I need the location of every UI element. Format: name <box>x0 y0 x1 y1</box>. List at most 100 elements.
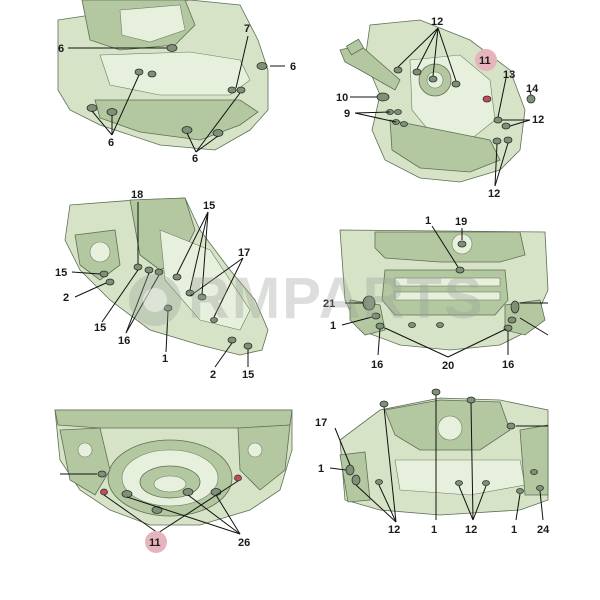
plug-hole <box>86 104 98 112</box>
callout-label: 16 <box>118 335 130 347</box>
callout-label: 1 <box>425 215 431 227</box>
panel-floor-front: 6 6 6 6 7 <box>57 0 296 165</box>
plug-hole <box>493 116 503 124</box>
plug-hole <box>379 400 389 408</box>
panel-rear-wheel-arch: 17 1 12 1 12 1 24 <box>315 388 550 536</box>
plug-hole <box>455 266 465 274</box>
plug-hole <box>147 70 157 78</box>
callout-label: 6 <box>290 61 296 73</box>
plug-hole <box>526 94 536 104</box>
callout-label: 15 <box>242 369 254 381</box>
callout-label: 2 <box>210 369 216 381</box>
plug-hole <box>256 62 268 70</box>
callout-label: 16 <box>502 359 514 371</box>
panel-rear-floor: 1 19 21 1 16 20 16 <box>323 215 549 372</box>
plug-hole <box>227 336 237 344</box>
panel-spare-wheel-well: 11 26 <box>54 409 293 553</box>
plug-hole <box>236 86 246 94</box>
plug-hole <box>371 312 381 320</box>
callout-label: 21 <box>323 298 335 310</box>
callout-highlight <box>145 531 167 553</box>
plug-hole <box>503 136 513 144</box>
plug-hole <box>436 322 444 328</box>
callout-label: 7 <box>244 23 250 35</box>
plug-hole <box>400 121 408 127</box>
plug-hole <box>466 396 476 404</box>
plug-hole <box>507 316 517 324</box>
plug-hole <box>172 273 182 281</box>
plug-hole <box>376 92 390 102</box>
callout-label: 13 <box>503 69 515 81</box>
plug-hole <box>516 488 524 494</box>
plug-hole <box>506 422 516 430</box>
callout-label: 12 <box>465 524 477 536</box>
plug-hole <box>210 488 222 496</box>
callout-label: 17 <box>238 247 250 259</box>
callout-label: 18 <box>131 189 143 201</box>
plug-hole-red <box>482 95 492 103</box>
plug-hole-red <box>234 474 242 482</box>
callout-label: 14 <box>526 83 539 95</box>
callout-label: 6 <box>58 43 64 55</box>
plug-hole <box>227 86 237 94</box>
plug-hole <box>181 126 193 134</box>
plug-hole <box>210 317 218 323</box>
callout-label: 26 <box>238 537 250 549</box>
callout-label: 12 <box>388 524 400 536</box>
plug-hole <box>451 80 461 88</box>
plug-hole <box>212 129 224 137</box>
plug-hole <box>97 470 107 478</box>
callout-label: 15 <box>55 267 67 279</box>
watermark-text: RMPARTS <box>188 266 484 331</box>
plug-hole <box>393 66 403 74</box>
plug-hole <box>345 464 355 476</box>
plug-hole <box>428 75 438 83</box>
callout-label: 1 <box>330 320 336 332</box>
watermark: RMPARTS <box>129 266 484 331</box>
panel-side-sill: 18 15 17 15 2 15 16 1 2 15 <box>55 189 269 381</box>
callout-label: 2 <box>63 292 69 304</box>
plug-hole <box>99 270 109 278</box>
callout-label: 20 <box>442 360 454 372</box>
plug-hole <box>106 108 118 116</box>
callout-label: 6 <box>108 137 114 149</box>
plug-hole <box>134 68 144 76</box>
plug-hole <box>351 474 361 486</box>
plug-hole <box>375 479 383 485</box>
plug-hole <box>133 263 143 271</box>
plug-hole <box>412 68 422 76</box>
callout-label: 15 <box>203 200 215 212</box>
plug-hole <box>482 480 490 486</box>
plug-hole <box>431 388 441 396</box>
callout-label: 6 <box>192 153 198 165</box>
callout-label: 12 <box>431 16 443 28</box>
plug-hole <box>144 266 154 274</box>
callout-label: 12 <box>532 114 544 126</box>
callout-label: 1 <box>318 463 324 475</box>
plug-hole <box>503 324 513 332</box>
callout-label: 10 <box>336 92 348 104</box>
callout-label: 15 <box>94 322 106 334</box>
plug-hole <box>510 300 520 314</box>
callout-label: 9 <box>344 108 350 120</box>
callout-label: 1 <box>431 524 437 536</box>
callout-label: 24 <box>537 524 550 536</box>
plug-hole <box>530 469 538 475</box>
plug-hole <box>105 278 115 286</box>
plug-hole <box>492 137 502 145</box>
callout-label: 19 <box>455 216 467 228</box>
plug-hole <box>166 44 178 52</box>
plug-hole <box>536 485 544 491</box>
callout-label: 1 <box>511 524 517 536</box>
plug-hole-red <box>100 488 108 496</box>
plug-hole <box>455 480 463 486</box>
callout-label: 1 <box>162 353 168 365</box>
plug-hole <box>243 342 253 350</box>
callout-label: 17 <box>315 417 327 429</box>
callout-label: 16 <box>371 359 383 371</box>
plug-hole <box>408 322 416 328</box>
plug-hole <box>121 490 133 498</box>
callout-label: 12 <box>488 188 500 200</box>
plug-hole <box>457 240 467 248</box>
